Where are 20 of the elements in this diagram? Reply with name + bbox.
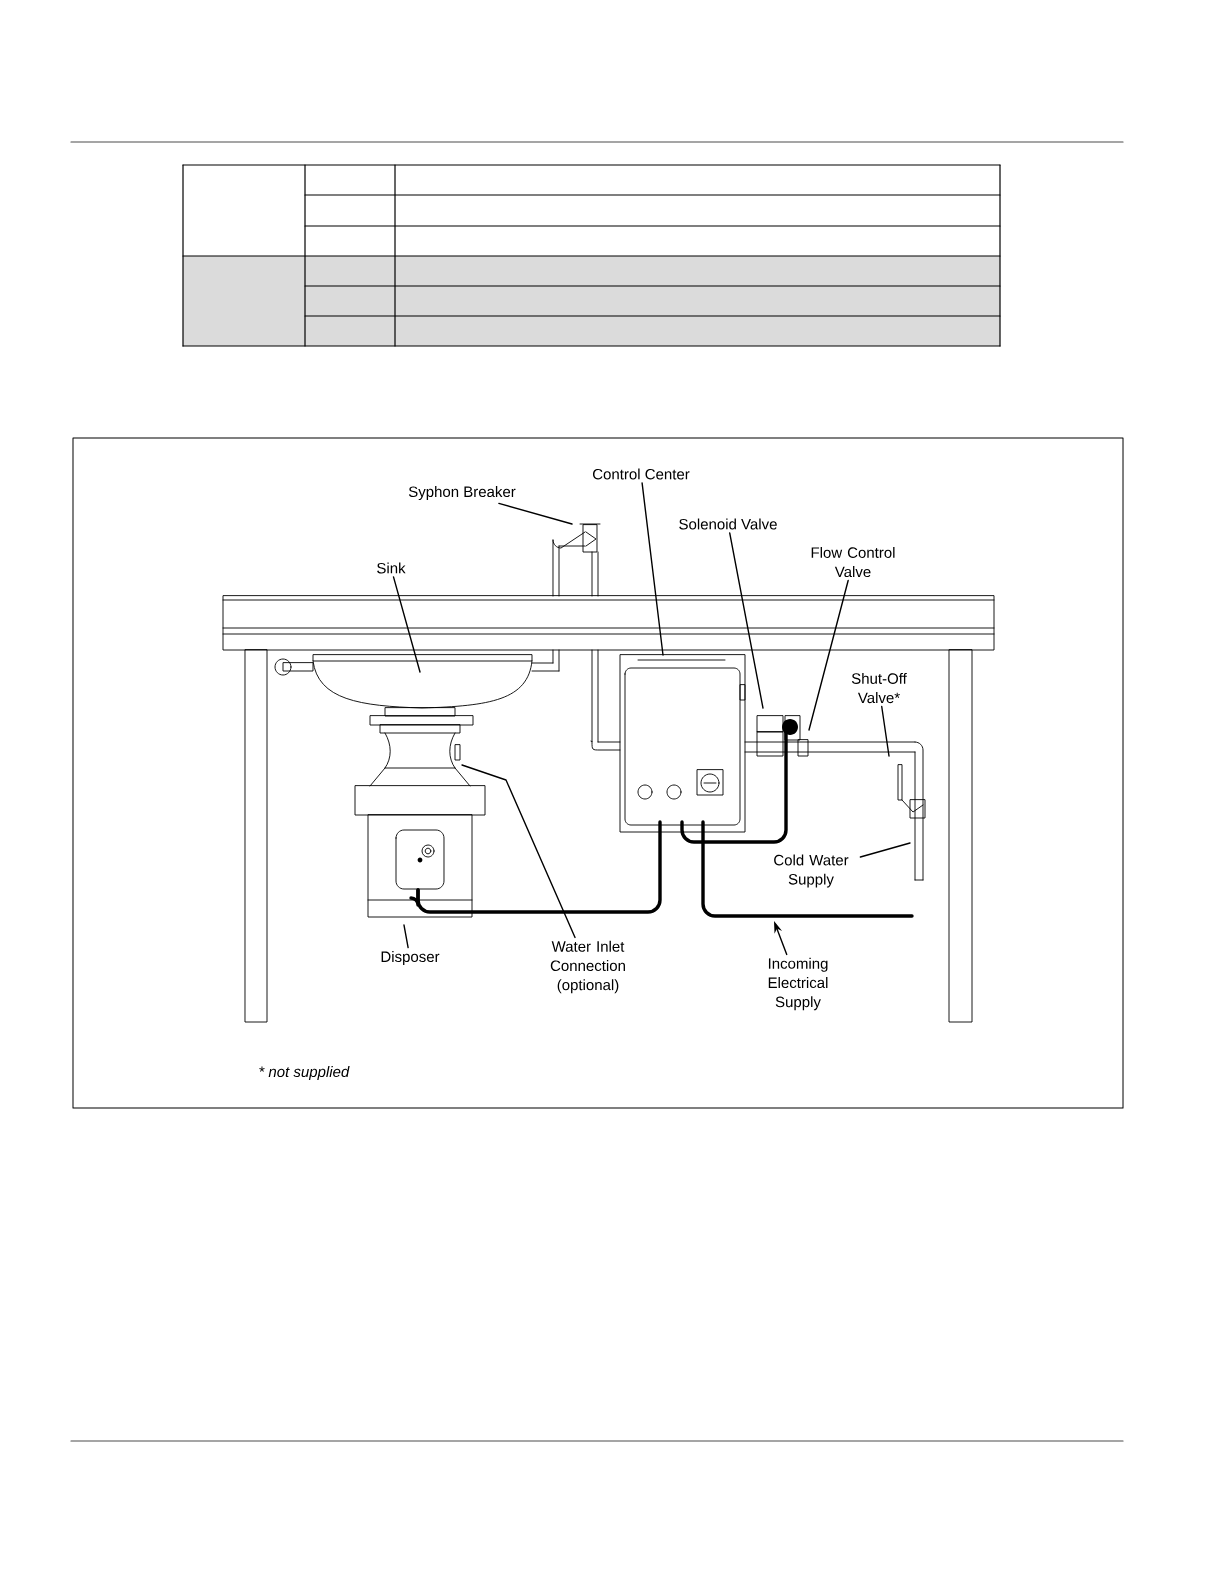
leader-line: [498, 502, 573, 525]
callout-label: Water Inlet Connection (optional): [550, 940, 625, 994]
callout-label: Disposer: [381, 951, 440, 965]
callout-label: Shut-Off Valve*: [851, 672, 907, 704]
leader-line: [403, 924, 409, 949]
footnote: * not supplied: [259, 1066, 350, 1080]
leader-line: [461, 764, 576, 939]
leader-line: [392, 576, 421, 673]
leader-line: [808, 579, 849, 731]
callout-label: Sink: [377, 562, 406, 574]
leader-line: [859, 842, 911, 858]
callout-label: Syphon Breaker: [408, 486, 516, 500]
callout-label: Solenoid Valve: [679, 518, 777, 530]
leader-line: [881, 705, 890, 757]
leader-line: [641, 482, 664, 656]
callout-label: Control Center: [593, 468, 690, 480]
callout-label: Flow Control Valve: [811, 546, 895, 578]
callout-label: Incoming Electrical Supply: [768, 957, 828, 1011]
callout-label: Cold Water Supply: [774, 854, 849, 888]
leader-line: [729, 532, 764, 709]
